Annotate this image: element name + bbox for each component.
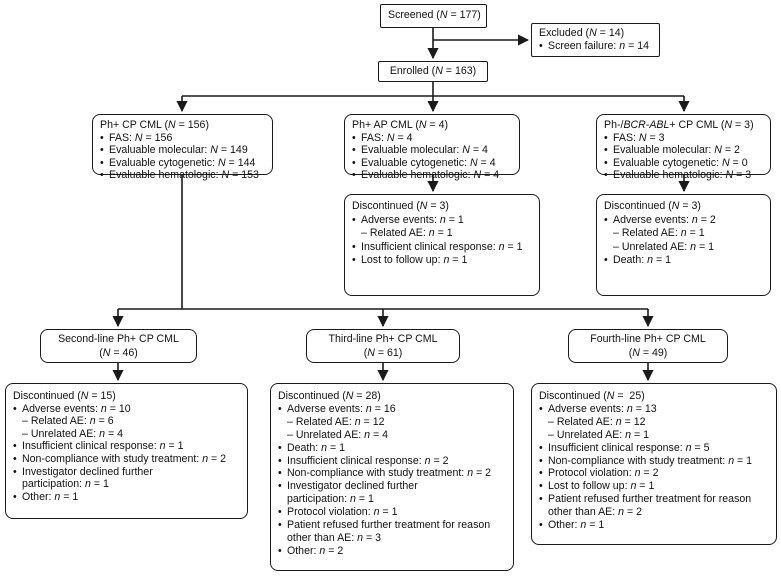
- discontinued-third-line-box: Discontinued (N = 28) •Adverse events: n…: [270, 383, 514, 571]
- list-item: – Related AE: n = 12: [287, 415, 385, 428]
- list-item: •Patient refused further treatment for r…: [539, 493, 752, 506]
- screened-box: Screened (N = 177): [380, 4, 487, 28]
- list-item: – Unrelated AE: n = 1: [613, 240, 715, 253]
- list-item: •Evaluable cytogenetic: N = 0: [604, 156, 748, 169]
- list-item: •Evaluable hematologic: N = 3: [604, 169, 752, 182]
- list-item: •Evaluable cytogenetic: N = 4: [352, 156, 496, 169]
- excluded-label: Excluded: [539, 27, 583, 39]
- list-item: •FAS: N = 4: [352, 131, 413, 144]
- list-item: •Adverse events: n = 13: [539, 402, 657, 415]
- list-item: •Death: n = 1: [278, 441, 346, 454]
- discontinued-ap-box: Discontinued (N = 3) •Adverse events: n …: [344, 194, 540, 296]
- bcr-abl-cohort-box: Ph-/BCR-ABL+ CP CML (N = 3) •FAS: N = 3 …: [596, 114, 771, 181]
- list-item: •Evaluable hematologic: N = 4: [352, 169, 500, 182]
- discontinued-bcr-abl-box: Discontinued (N = 3) •Adverse events: n …: [596, 194, 771, 296]
- list-item: •Evaluable molecular: N = 149: [100, 144, 248, 157]
- list-item: •Non-compliance with study treatment: n …: [278, 467, 492, 480]
- ap-cohort-box: Ph+ AP CML (N = 4) •FAS: N = 4 •Evaluabl…: [344, 114, 520, 181]
- list-item: •Death: n = 1: [604, 254, 672, 267]
- list-item: •Adverse events: n = 2: [604, 213, 716, 226]
- second-line-box: Second-line Ph+ CP CML (N = 46): [40, 329, 197, 363]
- list-item: •Adverse events: n = 16: [278, 402, 396, 415]
- cp-cohort-box: Ph+ CP CML (N = 156) •FAS: N = 156 •Eval…: [92, 114, 273, 181]
- list-item: •Insufficient clinical response: n = 5: [539, 441, 710, 454]
- list-item: •Protocol violation: n = 2: [539, 467, 659, 480]
- list-item: •Non-compliance with study treatment: n …: [13, 452, 227, 465]
- list-item-continuation: other than AE: n = 2: [548, 506, 642, 519]
- list-item: •Lost to follow up: n = 1: [352, 254, 468, 267]
- list-item: •Non-compliance with study treatment: n …: [539, 454, 753, 467]
- list-item: •Other: n = 2: [278, 544, 344, 557]
- list-item: •Patient refused further treatment for r…: [278, 519, 491, 532]
- enrolled-n: 163: [454, 65, 473, 77]
- list-item: •Adverse events: n = 10: [13, 402, 131, 415]
- enrolled-box: Enrolled (N = 163): [378, 61, 488, 82]
- fourth-line-box: Fourth-line Ph+ CP CML (N = 49): [568, 329, 728, 363]
- list-item: •Investigator declined further: [278, 480, 418, 493]
- list-item-continuation: other than AE: n = 3: [287, 531, 381, 544]
- list-item: •Investigator declined further: [13, 465, 153, 478]
- third-line-box: Third-line Ph+ CP CML (N = 61): [306, 329, 460, 363]
- list-item: – Related AE: n = 6: [22, 415, 114, 428]
- list-item: •Insufficient clinical response: n = 1: [352, 240, 523, 253]
- list-item-continuation: participation: n = 1: [22, 478, 109, 491]
- excluded-box: Excluded (N = 14) •Screen failure: n = 1…: [531, 23, 660, 57]
- list-item: – Related AE: n = 1: [361, 227, 453, 240]
- list-item: •FAS: N = 3: [604, 131, 665, 144]
- list-item: •Other: n = 1: [539, 519, 605, 532]
- list-item: •Other: n = 1: [13, 490, 79, 503]
- list-item: •Evaluable hematologic: N = 153: [100, 169, 259, 182]
- list-item: – Related AE: n = 12: [548, 415, 646, 428]
- list-item: •Protocol violation: n = 1: [278, 506, 398, 519]
- screened-n: 177: [459, 9, 478, 21]
- enrolled-label: Enrolled: [389, 65, 429, 77]
- excluded-n: 14: [608, 27, 621, 39]
- list-item: •Evaluable molecular: N = 2: [604, 144, 740, 157]
- list-item: – Unrelated AE: n = 4: [287, 428, 389, 441]
- list-item: – Unrelated AE: n = 4: [22, 427, 124, 440]
- list-item: •Evaluable cytogenetic: N = 144: [100, 156, 256, 169]
- list-item: •Adverse events: n = 1: [352, 213, 464, 226]
- list-item: •Insufficient clinical response: n = 2: [278, 454, 449, 467]
- list-item: •Evaluable molecular: N = 4: [352, 144, 488, 157]
- list-item: •FAS: N = 156: [100, 131, 173, 144]
- discontinued-fourth-line-box: Discontinued (N = 25) •Adverse events: n…: [531, 383, 777, 545]
- list-item: – Unrelated AE: n = 1: [548, 428, 650, 441]
- list-item: – Related AE: n = 1: [613, 227, 705, 240]
- list-item-continuation: participation: n = 1: [287, 493, 374, 506]
- discontinued-second-line-box: Discontinued (N = 15) •Adverse events: n…: [5, 383, 248, 519]
- screened-label: Screened: [388, 9, 434, 21]
- list-item: •Lost to follow up: n = 1: [539, 480, 655, 493]
- list-item: •Screen failure: n = 14: [539, 40, 650, 53]
- list-item: •Insufficient clinical response: n = 1: [13, 440, 184, 453]
